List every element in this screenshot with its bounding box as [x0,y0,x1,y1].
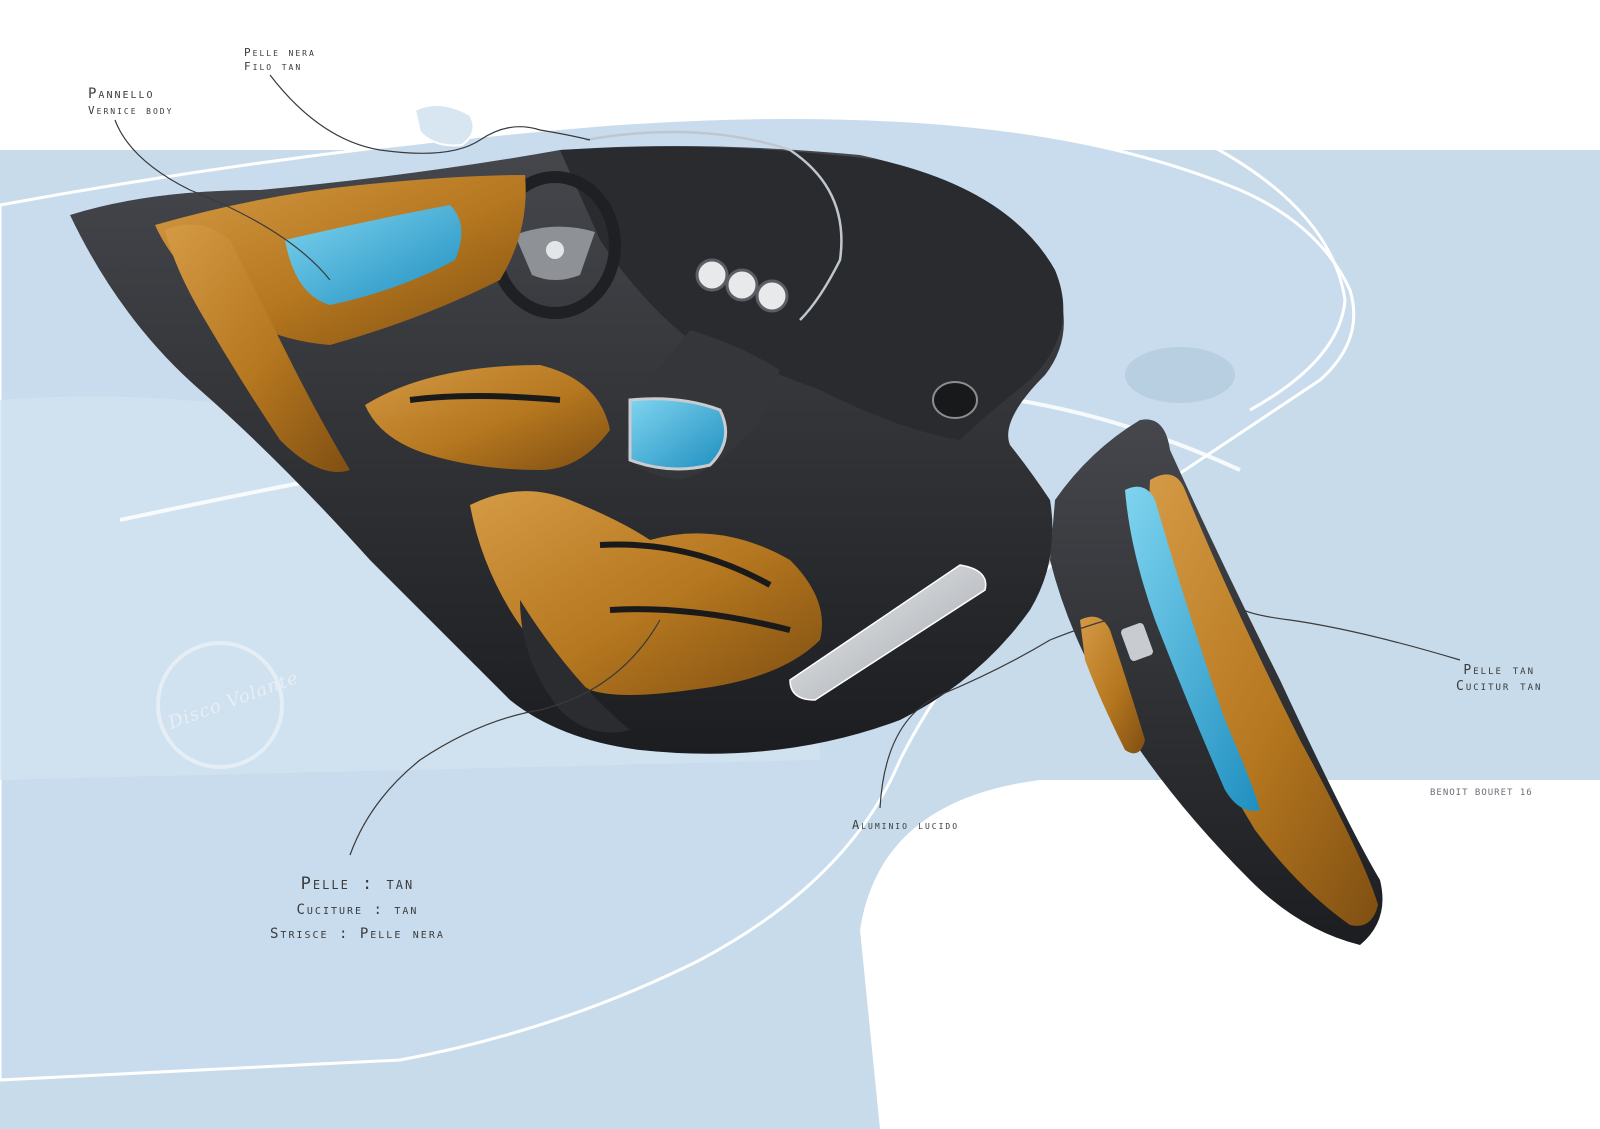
rear-seat [165,224,350,472]
door-tan-panel [1149,474,1378,926]
door-switch [1121,623,1153,661]
leader-lines [114,74,1461,856]
aluminium-sill [789,564,987,701]
headlight-shape [1125,347,1235,403]
annotation-pannello: Pannello Vernice body [88,86,174,117]
mirror [413,104,475,147]
gauges [695,258,789,313]
dashboard [560,146,1064,440]
driver-seat-base [520,600,630,733]
console-cyan-panel [628,397,728,471]
dash-vent [932,381,978,419]
passenger-seat-stripe [409,393,561,403]
background-white-lower-right [860,780,1600,1129]
driver-seat [470,491,822,695]
door-armrest [1080,616,1145,754]
badge-ring [156,641,284,769]
steering-wheel [489,171,621,319]
artist-signature: BENOIT BOURET 16 [1430,788,1533,798]
driver-seat-stripe-2 [609,606,791,633]
door-cyan-strip [1125,486,1260,811]
driver-seat-stripe-1 [599,541,772,588]
passenger-seat [365,365,610,470]
body-crease [1179,128,1347,412]
annotation-alluminio: Aluminio lucido [852,818,960,832]
annotation-pelle-tan: Pelle tan Cucitur tan [1456,663,1543,695]
inner-door-cyan [285,205,462,305]
annotation-pelle-nera: Pelle nera Filo tan [244,46,316,73]
annotation-seat: Pelle : tan Cuciture : tan Strisce : Pel… [270,874,445,942]
windscreen-frame [584,130,843,321]
